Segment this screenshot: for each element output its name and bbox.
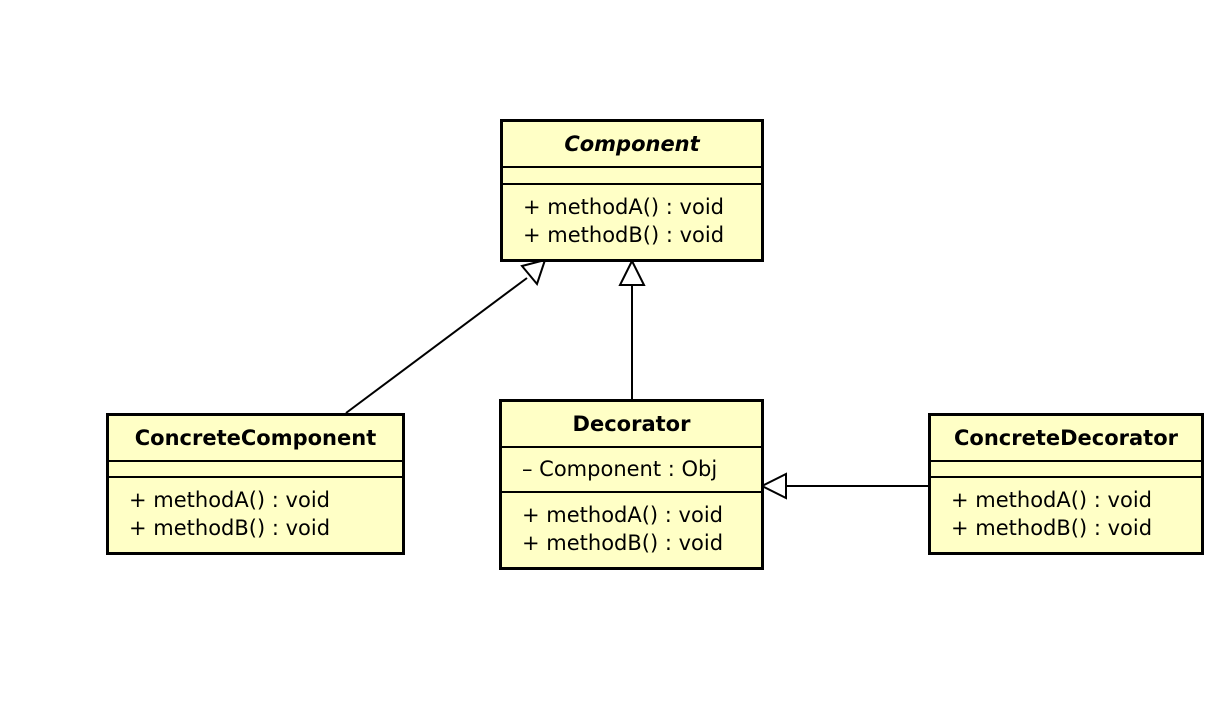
operation: + methodA() : void xyxy=(522,503,723,527)
attributes-compartment xyxy=(109,462,402,478)
operations-compartment: + methodA() : void + methodB() : void xyxy=(931,478,1201,542)
generalization-concretecomponent-to-component xyxy=(345,258,547,414)
operation: + methodB() : void xyxy=(523,223,725,247)
class-name: ConcreteDecorator xyxy=(931,416,1201,462)
operations-compartment: + methodA() : void + methodB() : void xyxy=(503,185,761,249)
operation: + methodB() : void xyxy=(129,516,331,540)
operation: + methodB() : void xyxy=(522,531,724,555)
class-name: Component xyxy=(503,122,761,168)
attributes-compartment: – Component : Obj xyxy=(502,448,761,493)
class-decorator: Decorator – Component : Obj + methodA() … xyxy=(499,399,764,570)
operations-compartment: + methodA() : void + methodB() : void xyxy=(502,493,761,557)
attributes-compartment xyxy=(931,462,1201,478)
operation: + methodA() : void xyxy=(129,488,330,512)
operation: + methodA() : void xyxy=(951,488,1152,512)
generalization-concretedecorator-to-decorator xyxy=(759,472,929,500)
class-concrete-decorator: ConcreteDecorator + methodA() : void + m… xyxy=(928,413,1204,555)
attributes-compartment xyxy=(503,168,761,185)
class-concrete-component: ConcreteComponent + methodA() : void + m… xyxy=(106,413,405,555)
operations-compartment: + methodA() : void + methodB() : void xyxy=(109,478,402,542)
class-component: Component + methodA() : void + methodB()… xyxy=(500,119,764,262)
operation: + methodB() : void xyxy=(951,516,1153,540)
class-name: Decorator xyxy=(502,402,761,448)
generalization-decorator-to-component xyxy=(618,258,646,400)
operation: + methodA() : void xyxy=(523,195,724,219)
class-name: ConcreteComponent xyxy=(109,416,402,462)
attribute: – Component : Obj xyxy=(522,457,718,481)
